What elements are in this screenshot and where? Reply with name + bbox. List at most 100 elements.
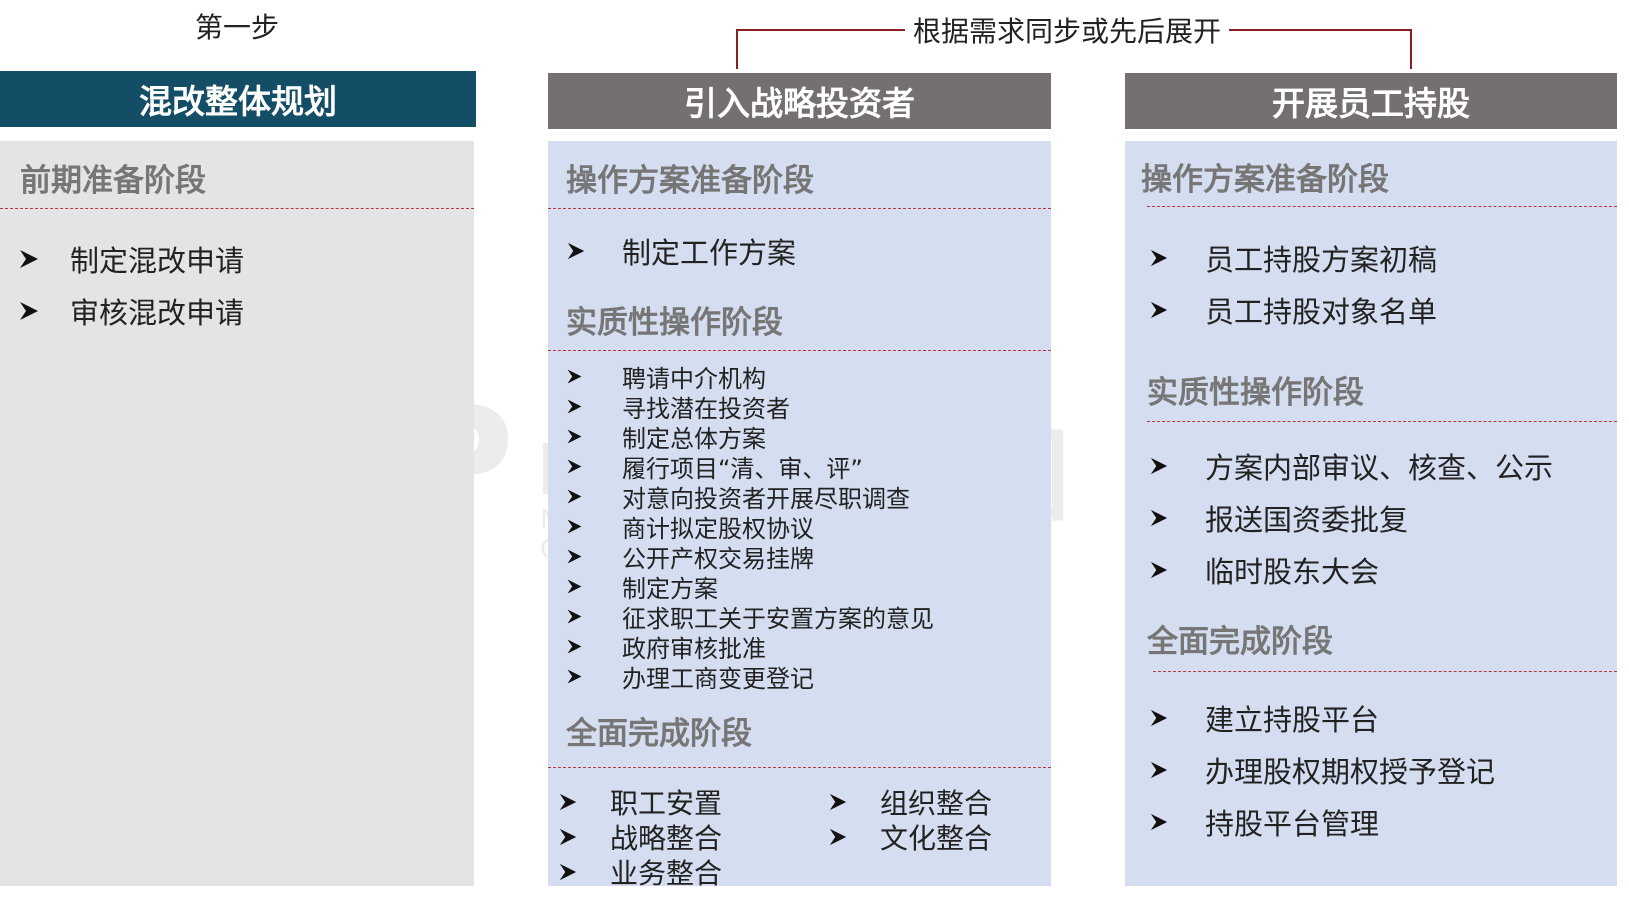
divider — [1147, 206, 1617, 207]
arrowhead-bullet-icon — [1149, 248, 1205, 268]
col3-phase2-list: 方案内部审议、核查、公示 报送国资委批复 临时股东大会 — [1149, 440, 1553, 596]
list-item: 战略整合 — [558, 819, 828, 855]
item-text: 报送国资委批复 — [1205, 503, 1409, 537]
arrowhead-bullet-icon — [1149, 508, 1205, 528]
step-label: 第一步 — [195, 11, 280, 44]
arrowhead-bullet-icon — [566, 578, 622, 595]
col3-phase1-title: 操作方案准备阶段 — [1141, 162, 1389, 198]
col3-panel: 操作方案准备阶段 员工持股方案初稿 员工持股对象名单 实质性操作阶段 方案内部审… — [1125, 141, 1617, 886]
col1-panel: 前期准备阶段 制定混改申请 审核混改申请 — [0, 141, 474, 886]
list-item: 寻找潜在投资者 — [566, 391, 934, 423]
list-item: 对意向投资者开展尽职调查 — [566, 481, 934, 513]
item-text: 制定方案 — [622, 574, 718, 603]
arrowhead-bullet-icon — [18, 248, 70, 270]
item-text: 审核混改申请 — [70, 296, 245, 330]
col2-phase1-list: 制定工作方案 — [566, 227, 796, 275]
arrowhead-bullet-icon — [566, 668, 622, 685]
col2-phase2-title: 实质性操作阶段 — [566, 305, 783, 341]
col2-panel: 操作方案准备阶段 制定工作方案 实质性操作阶段 聘请中介机构 寻找潜在投资者 制… — [548, 141, 1051, 890]
arrowhead-bullet-icon — [1149, 708, 1205, 728]
list-item: 公开产权交易挂牌 — [566, 541, 934, 573]
col3-phase3-title: 全面完成阶段 — [1147, 624, 1333, 660]
list-item: 制定工作方案 — [566, 227, 796, 275]
arrowhead-bullet-icon — [1149, 812, 1205, 832]
item-text: 征求职工关于安置方案的意见 — [622, 604, 934, 633]
list-item: 征求职工关于安置方案的意见 — [566, 601, 934, 633]
col3-phase2-title: 实质性操作阶段 — [1147, 375, 1364, 411]
item-text: 商计拟定股权协议 — [622, 514, 814, 543]
arrowhead-bullet-icon — [566, 638, 622, 655]
divider — [548, 350, 1051, 351]
item-text: 持股平台管理 — [1205, 807, 1380, 841]
item-text: 战略整合 — [610, 821, 723, 855]
arrowhead-bullet-icon — [566, 398, 622, 415]
item-text: 履行项目“清、审、评” — [622, 454, 863, 483]
arrowhead-bullet-icon — [828, 792, 880, 812]
item-text: 文化整合 — [880, 821, 993, 855]
arrowhead-bullet-icon — [566, 241, 622, 261]
arrowhead-bullet-icon — [828, 827, 880, 847]
arrowhead-bullet-icon — [558, 862, 610, 882]
list-item: 建立持股平台 — [1149, 692, 1495, 744]
arrowhead-bullet-icon — [566, 368, 622, 385]
item-text: 业务整合 — [610, 856, 723, 890]
arrowhead-bullet-icon — [566, 518, 622, 535]
item-text: 员工持股方案初稿 — [1205, 243, 1438, 277]
list-item: 审核混改申请 — [18, 285, 244, 337]
sync-label: 根据需求同步或先后展开 — [905, 10, 1230, 50]
col2-phase3-list: 职工安置 组织整合 战略整合 文化整合 业务整合 — [558, 784, 1068, 890]
list-item: 制定混改申请 — [18, 233, 244, 285]
col1-header: 混改整体规划 — [0, 71, 476, 127]
arrowhead-bullet-icon — [566, 428, 622, 445]
col2-phase3-title: 全面完成阶段 — [566, 716, 752, 752]
item-text: 方案内部审议、核查、公示 — [1205, 451, 1554, 485]
col3-header: 开展员工持股 — [1125, 73, 1617, 129]
divider — [1147, 421, 1617, 422]
list-item: 报送国资委批复 — [1149, 492, 1553, 544]
item-text: 制定混改申请 — [70, 244, 245, 278]
list-item: 商计拟定股权协议 — [566, 511, 934, 543]
col1-phase1-title: 前期准备阶段 — [20, 163, 206, 199]
arrowhead-bullet-icon — [1149, 760, 1205, 780]
item-text: 对意向投资者开展尽职调查 — [622, 484, 910, 513]
list-item: 业务整合 — [558, 854, 828, 890]
arrowhead-bullet-icon — [1149, 300, 1205, 320]
item-text: 寻找潜在投资者 — [622, 394, 790, 423]
item-text: 公开产权交易挂牌 — [622, 544, 814, 573]
arrowhead-bullet-icon — [566, 548, 622, 565]
item-text: 组织整合 — [880, 786, 993, 820]
list-item: 办理股权期权授予登记 — [1149, 744, 1495, 796]
list-item: 制定方案 — [566, 571, 934, 603]
arrowhead-bullet-icon — [566, 458, 622, 475]
divider — [548, 767, 1051, 768]
arrowhead-bullet-icon — [1149, 456, 1205, 476]
list-item: 文化整合 — [828, 819, 1068, 855]
list-item: 员工持股方案初稿 — [1149, 232, 1437, 284]
list-item: 方案内部审议、核查、公示 — [1149, 440, 1553, 492]
col3-phase3-list: 建立持股平台 办理股权期权授予登记 持股平台管理 — [1149, 692, 1495, 848]
arrowhead-bullet-icon — [566, 608, 622, 625]
list-item: 持股平台管理 — [1149, 796, 1495, 848]
arrowhead-bullet-icon — [1149, 560, 1205, 580]
item-text: 员工持股对象名单 — [1205, 295, 1438, 329]
list-item: 聘请中介机构 — [566, 361, 934, 393]
list-item: 组织整合 — [828, 784, 1068, 820]
list-item: 临时股东大会 — [1149, 544, 1553, 596]
item-text: 办理股权期权授予登记 — [1205, 755, 1496, 789]
arrowhead-bullet-icon — [558, 827, 610, 847]
list-item: 员工持股对象名单 — [1149, 284, 1437, 336]
col2-phase2-list: 聘请中介机构 寻找潜在投资者 制定总体方案 履行项目“清、审、评” 对意向投资者… — [566, 361, 934, 693]
list-item: 制定总体方案 — [566, 421, 934, 453]
col2-phase1-title: 操作方案准备阶段 — [566, 163, 814, 199]
col1-phase1-list: 制定混改申请 审核混改申请 — [18, 233, 244, 337]
divider — [548, 208, 1051, 209]
arrowhead-bullet-icon — [566, 488, 622, 505]
list-item: 办理工商变更登记 — [566, 661, 934, 693]
item-text: 办理工商变更登记 — [622, 664, 814, 693]
col3-phase1-list: 员工持股方案初稿 员工持股对象名单 — [1149, 232, 1437, 336]
item-text: 职工安置 — [610, 786, 723, 820]
item-text: 政府审核批准 — [622, 634, 766, 663]
divider — [0, 208, 474, 209]
item-text: 聘请中介机构 — [622, 364, 766, 393]
item-text: 制定总体方案 — [622, 424, 766, 453]
